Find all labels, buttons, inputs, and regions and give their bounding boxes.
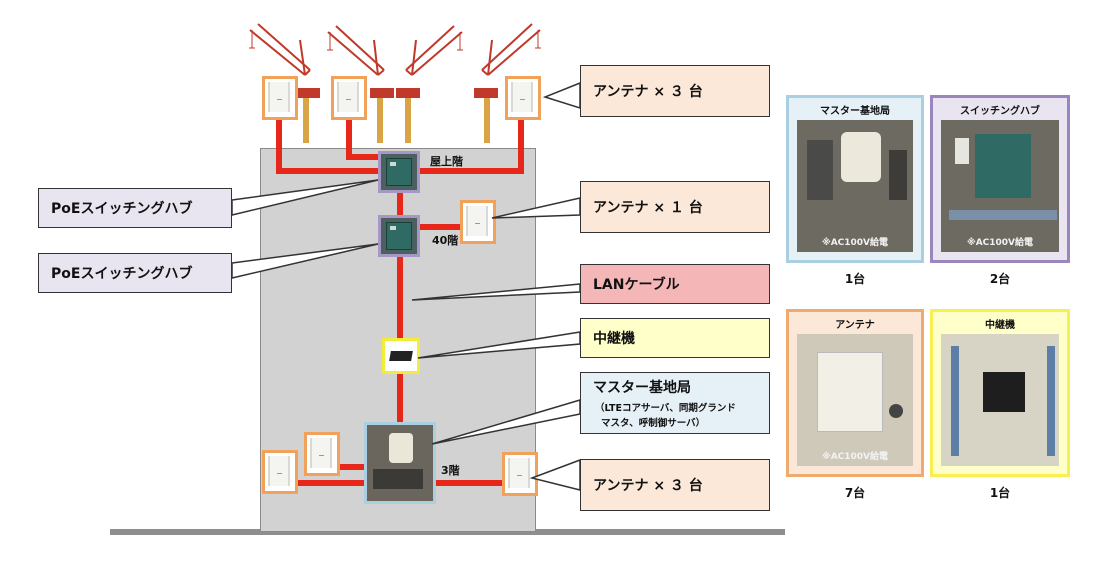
callout-master-station-desc-1: （LTEコアサーバ、同期グランド (595, 403, 736, 414)
antenna-photo (797, 334, 913, 466)
repeater-photo (941, 334, 1059, 466)
cable-top-left-horizontal (276, 168, 384, 174)
callout-antenna-40f: アンテナ × １ 台 (580, 181, 770, 233)
antenna-icon-roof-3 (505, 76, 541, 120)
ground-line (110, 529, 785, 535)
cable-top-mid-horizontal (346, 154, 384, 160)
legend-caption-master-station: ※AC100V給電 (821, 238, 889, 248)
legend-card-repeater: 中継機 (930, 309, 1070, 477)
legend-title-repeater: 中継機 (985, 320, 1015, 331)
callout-lan-cable: LANケーブル (580, 264, 770, 304)
cable-top-right-horizontal (418, 168, 524, 174)
antenna-icon-3f-2 (304, 432, 340, 476)
legend-title-switching-hub: スイッチングハブ (960, 106, 1040, 117)
callout-master-station-title: マスター基地局 (593, 380, 691, 396)
poe-hub-icon-roof (378, 151, 420, 193)
antenna-icon-3f-3 (502, 452, 538, 496)
switching-hub-photo (941, 120, 1059, 252)
callout-antenna-40f-label: アンテナ × １ 台 (593, 200, 703, 216)
master-station-photo (797, 120, 913, 252)
cable-3f-right (432, 480, 504, 486)
cable-3f-small (336, 464, 366, 470)
floor-label-40f: 40階 (432, 234, 459, 247)
callout-poe-hub-2: PoEスイッチングハブ (38, 253, 232, 293)
legend-caption-antenna: ※AC100V給電 (821, 452, 889, 462)
poe-hub-icon-40f (378, 215, 420, 257)
legend-count-master-station: 1台 (844, 272, 866, 286)
legend-title-master-station: マスター基地局 (820, 106, 890, 117)
cable-top-right-vertical (518, 118, 524, 174)
antenna-icon-roof-1 (262, 76, 298, 120)
master-station-icon (364, 422, 436, 504)
callout-master-station: マスター基地局 （LTEコアサーバ、同期グランド マスタ、呼制御サーバ） (580, 372, 770, 434)
legend-title-antenna: アンテナ (835, 320, 875, 331)
floor-label-3f: 3階 (441, 464, 460, 477)
callout-poe-hub-1-label: PoEスイッチングハブ (51, 201, 193, 217)
legend-card-antenna: アンテナ ※AC100V給電 (786, 309, 924, 477)
callout-repeater: 中継機 (580, 318, 770, 358)
legend-caption-switching-hub: ※AC100V給電 (966, 238, 1034, 248)
cable-top-left-vertical (276, 118, 282, 174)
repeater-icon (382, 338, 420, 374)
cable-trunk (397, 190, 403, 430)
legend-count-antenna: 7台 (844, 486, 866, 500)
callout-antenna-roof: アンテナ × ３ 台 (580, 65, 770, 117)
callout-poe-hub-2-label: PoEスイッチングハブ (51, 266, 193, 282)
floor-label-rooftop: 屋上階 (430, 155, 463, 168)
legend-card-master-station: マスター基地局 ※AC100V給電 (786, 95, 924, 263)
callout-master-station-desc-2: マスタ、呼制御サーバ） (601, 418, 706, 429)
callout-antenna-roof-label: アンテナ × ３ 台 (593, 84, 703, 100)
legend-card-switching-hub: スイッチングハブ ※AC100V給電 (930, 95, 1070, 263)
callout-poe-hub-1: PoEスイッチングハブ (38, 188, 232, 228)
legend-count-repeater: 1台 (989, 486, 1011, 500)
callout-repeater-label: 中継機 (593, 331, 635, 347)
antenna-icon-40f (460, 200, 496, 244)
cable-3f-left (290, 480, 366, 486)
callout-lan-cable-label: LANケーブル (593, 277, 680, 293)
callout-antenna-3f-label: アンテナ × ３ 台 (593, 478, 703, 494)
legend-count-switching-hub: 2台 (989, 272, 1011, 286)
antenna-icon-roof-2 (331, 76, 367, 120)
cable-40f-antenna (418, 224, 464, 230)
cable-top-mid-vertical (346, 118, 352, 158)
callout-antenna-3f: アンテナ × ３ 台 (580, 459, 770, 511)
antenna-icon-3f-1 (262, 450, 298, 494)
